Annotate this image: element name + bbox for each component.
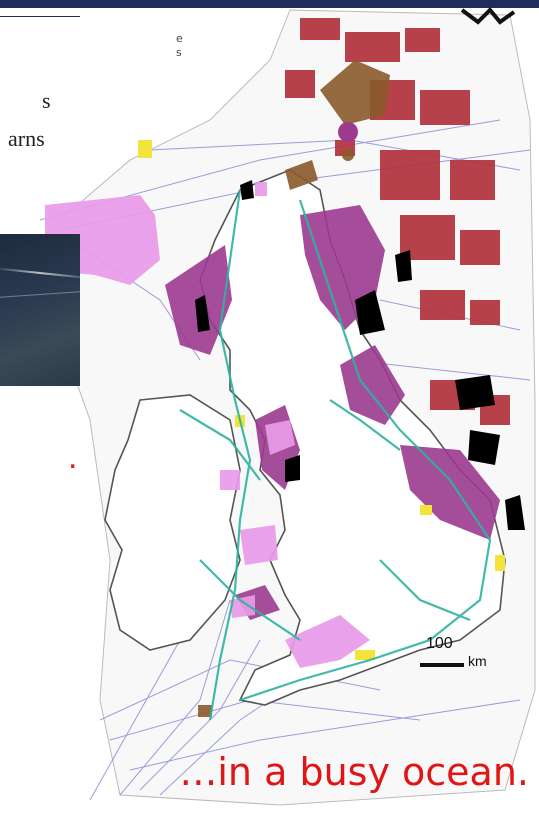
aquaculture-sites xyxy=(198,60,390,717)
cut-off-text-line-1: s xyxy=(42,88,51,113)
scale-value: 100 xyxy=(426,635,453,652)
subsea-cables xyxy=(179,189,492,721)
light-trail xyxy=(0,267,80,279)
map-small-label-2: s xyxy=(176,46,182,59)
cut-off-text-line-2: arns xyxy=(8,126,45,151)
oil-and-gas-licences xyxy=(285,18,510,425)
light-trail-faint xyxy=(0,291,80,298)
slide-top-bar xyxy=(0,0,539,8)
scale-bar: 100 km xyxy=(420,635,510,675)
shetland-wind-site xyxy=(338,122,358,142)
map-small-label-1: e xyxy=(176,32,183,45)
scale-unit: km xyxy=(468,653,487,669)
scale-line xyxy=(420,663,464,667)
night-sky-photo-inset xyxy=(0,234,80,386)
slide-caption: …in a busy ocean. xyxy=(179,750,529,794)
slide-divider-line xyxy=(0,16,80,17)
corner-compass-mark xyxy=(460,7,516,25)
red-punctuation: . xyxy=(68,438,78,476)
military-practice-areas xyxy=(195,180,525,530)
